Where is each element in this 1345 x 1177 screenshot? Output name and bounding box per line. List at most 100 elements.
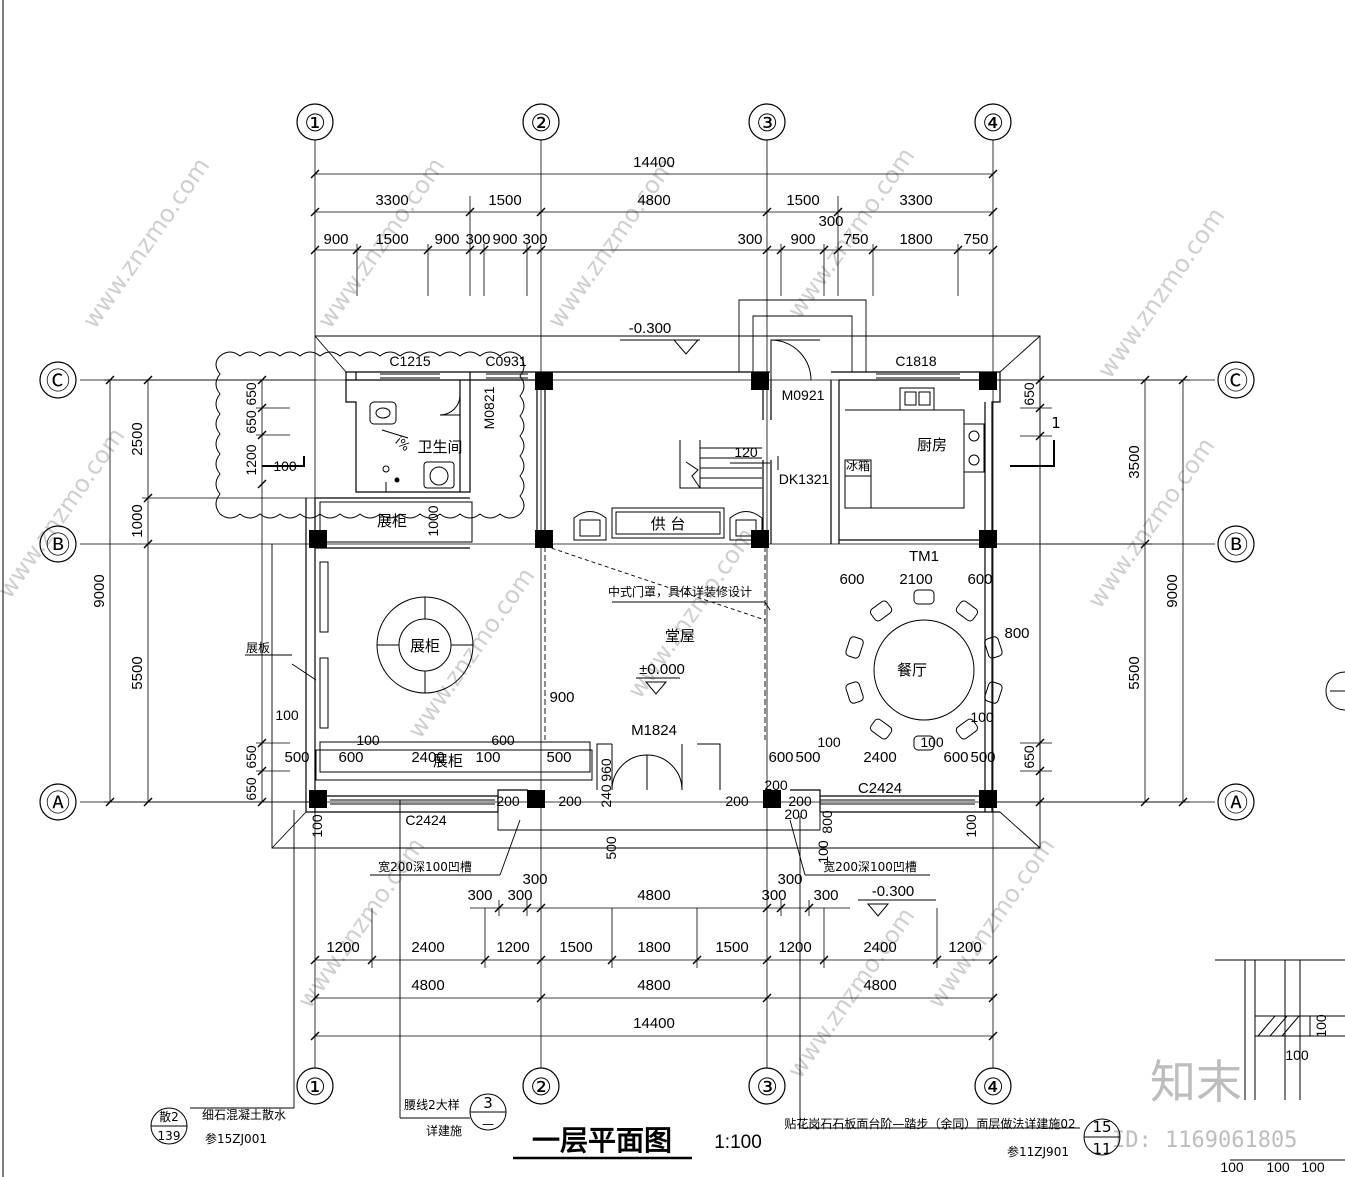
detail-dim-100b: 100 — [1285, 1047, 1309, 1063]
dim-bottom-row2: 2400 — [411, 939, 444, 956]
dim-bottom-row3: 4800 — [637, 977, 670, 994]
room-kitchen: 厨房 — [917, 436, 947, 454]
axis-label-left-a: Ⓐ — [46, 789, 70, 817]
dim-bot-c: 200 — [788, 793, 812, 809]
watermark-logo: 知末 — [1150, 1055, 1242, 1109]
dim-top-row2: 1500 — [488, 192, 521, 209]
dim-top-row3: 900 — [492, 231, 517, 248]
note-groove-right: 宽200深100凹槽 — [823, 859, 917, 874]
dim-hall-900: 900 — [549, 689, 574, 706]
window-c2424-left: C2424 — [405, 812, 446, 828]
altar-furniture — [574, 508, 762, 540]
window-c0931: C0931 — [485, 353, 526, 369]
portal-lines — [545, 546, 765, 740]
dim-bot-b2: 200 — [784, 806, 808, 822]
toilet-slope: i% — [392, 434, 412, 454]
axis-label-top-1: ① — [304, 109, 326, 137]
note-stair-dim: 120 — [734, 444, 758, 460]
bottom-dimension-lines — [311, 900, 997, 1040]
label-display-panel: 展板 — [246, 641, 270, 655]
dim-bottom-row3: 4800 — [863, 977, 896, 994]
level-hall: ±0.000 — [639, 661, 685, 678]
axis-label-right-a: Ⓐ — [1224, 789, 1248, 817]
dim-bottom-total: 14400 — [633, 1015, 675, 1032]
dim-left-small: 1200 — [243, 444, 259, 475]
door-m0921: M0921 — [782, 387, 825, 403]
axis-label-bottom-3: ③ — [756, 1073, 778, 1101]
axis-label-right-b: Ⓑ — [1224, 531, 1248, 559]
axis-lines — [80, 140, 1215, 1068]
watermark-text: www.znzmo.com — [1082, 433, 1220, 614]
dim-right-inner: 3500 — [1126, 445, 1143, 478]
dim-right-small: 650 — [1021, 745, 1037, 769]
top-dimension-lines — [311, 170, 997, 296]
dim-right-small: 650 — [1021, 382, 1037, 406]
dim-door-200b: 200 — [764, 777, 788, 793]
detail-bot: 100 — [1220, 1159, 1244, 1175]
dim-bottom-row1: 300 — [467, 887, 492, 904]
index-right-ref: 参11ZJ901 — [1007, 1144, 1069, 1159]
index-right-num: 15 — [1092, 1118, 1111, 1136]
dim-bottom-row2: 1500 — [715, 939, 748, 956]
axis-label-bottom-1: ① — [304, 1073, 326, 1101]
door-m0821: M0821 — [481, 386, 497, 429]
dim-bot-c: 200 — [725, 793, 749, 809]
watermark-text: www.znzmo.com — [0, 423, 130, 604]
display-cabinets — [316, 502, 592, 780]
kitchen-fixtures — [845, 388, 984, 508]
drawing-title: 一层平面图 — [532, 1124, 672, 1157]
axis-bubbles — [40, 104, 1254, 1104]
index-left-num: 139 — [158, 1129, 181, 1143]
dim-dine-800: 800 — [1004, 625, 1029, 642]
axis-label-right-c: Ⓒ — [1224, 367, 1248, 395]
dim-bot-a: 2400 — [411, 749, 444, 766]
window-c1215: C1215 — [389, 353, 430, 369]
dim-top-row2: 3300 — [375, 192, 408, 209]
dim-top-row3: 900 — [323, 231, 348, 248]
index-left-top: 散2 — [159, 1109, 179, 1124]
window-c1818: C1818 — [895, 353, 936, 369]
dim-bot-b: 600 — [768, 749, 793, 766]
dim-top-row3: 750 — [843, 231, 868, 248]
axis-label-bottom-4: ④ — [982, 1073, 1004, 1101]
watermark-text: www.znzmo.com — [1092, 203, 1230, 384]
section-mark — [1010, 440, 1054, 466]
detail-bot: 100 — [1301, 1159, 1325, 1175]
detail-dim-100a: 100 — [1313, 1014, 1329, 1038]
dim-bottom-row2: 1200 — [948, 939, 981, 956]
stair — [680, 440, 778, 488]
dim-left-outer: 9000 — [91, 574, 108, 607]
dim-top-row3: 300 — [522, 231, 547, 248]
dim-bottom-row2: 1200 — [496, 939, 529, 956]
dim-left-small: 650 — [243, 777, 259, 801]
dim-top-row3: 300 — [465, 231, 490, 248]
dim-top-row2: 3300 — [899, 192, 932, 209]
axis-label-left-b: Ⓑ — [46, 531, 70, 559]
left-dimension-lines — [104, 376, 315, 806]
level-outside-top: -0.300 — [629, 320, 672, 337]
watermark-text: www.znzmo.com — [782, 903, 920, 1084]
dim-bottom-row1: 300 — [813, 887, 838, 904]
room-toilet: 卫生间 — [417, 438, 462, 456]
dim-v-240: 240 — [598, 784, 614, 808]
index-left-text: 细石混凝土散水 — [202, 1107, 286, 1122]
label-altar: 供 台 — [651, 515, 686, 533]
room-hall: 堂屋 — [665, 627, 695, 645]
dim-left-small: 650 — [243, 745, 259, 769]
dim-bottom-row2: 1200 — [778, 939, 811, 956]
index-right-text: 贴花岗石石板面台阶—踏步（余同）面层做法详建施02 — [784, 1116, 1075, 1131]
dim-bot-a: 600 — [338, 749, 363, 766]
dim-top-row2: 1500 — [786, 192, 819, 209]
dim-top-row3: 1800 — [899, 231, 932, 248]
label-cabinet-top: 展柜 — [377, 512, 407, 530]
dim-top-row2: 4800 — [637, 192, 670, 209]
dim-bottom-row1b: 300 — [522, 871, 547, 888]
dim-bot-b2: 100 — [817, 734, 841, 750]
apron-outline — [272, 300, 1040, 848]
dim-bottom-row2: 2400 — [863, 939, 896, 956]
doors — [440, 340, 960, 790]
note-groove-left: 宽200深100凹槽 — [378, 859, 472, 874]
drawing-scale: 1:100 — [714, 1132, 762, 1153]
note-portal: 中式门罩，具体详装修设计 — [608, 584, 752, 599]
